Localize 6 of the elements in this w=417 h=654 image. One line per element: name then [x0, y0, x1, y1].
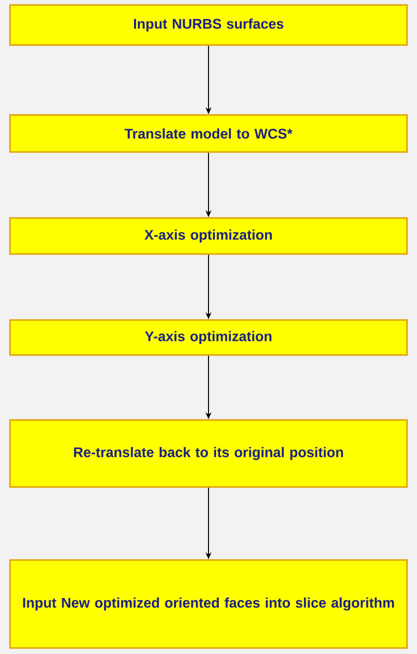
process-box: Y-axis optimization — [9, 319, 408, 356]
process-box: X-axis optimization — [9, 217, 408, 255]
process-box: Translate model to WCS* — [9, 114, 408, 153]
process-box: Input New optimized oriented faces into slice algorithm — [9, 559, 408, 649]
process-box: Re-translate back to its original position — [9, 419, 408, 488]
process-box: Input NURBS surfaces — [9, 4, 408, 46]
